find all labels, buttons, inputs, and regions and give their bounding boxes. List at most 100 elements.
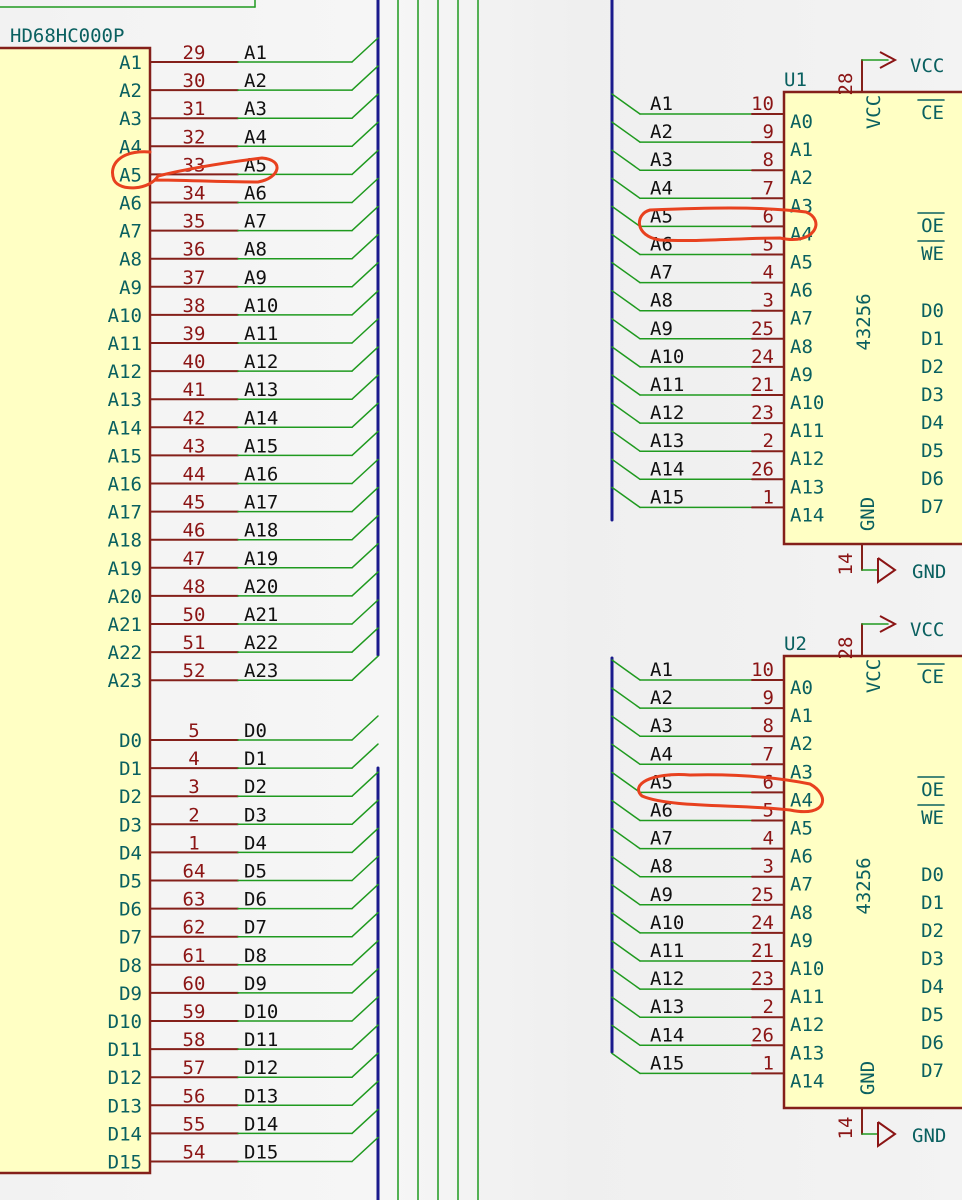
cpu-pin-name: A14 <box>108 417 142 439</box>
bus-entry <box>351 486 379 513</box>
ram-bus-entry <box>611 121 641 143</box>
ram-pin-name: A14 <box>790 504 824 526</box>
ram-right-pin-name: D3 <box>921 384 944 406</box>
ram-net-label: A7 <box>650 828 673 850</box>
bus-entry <box>351 121 379 148</box>
ram-net-label: A12 <box>650 402 684 424</box>
ram-net-label: A13 <box>650 430 684 452</box>
cpu-net-label: A11 <box>244 323 278 345</box>
vcc-pin-number: 28 <box>835 637 857 660</box>
bus-entry <box>351 1108 379 1135</box>
cpu-pin-name: A12 <box>108 361 142 383</box>
cpu-pin-name: D14 <box>108 1123 142 1145</box>
ram-pin-number: 26 <box>751 1024 774 1046</box>
cpu-pin-number: 46 <box>183 520 206 542</box>
cpu-net-label: A19 <box>244 548 278 570</box>
ram-pin-name: A12 <box>790 448 824 470</box>
cpu-pin-name: D9 <box>119 983 142 1005</box>
ram-right-pin-name: D7 <box>921 496 944 518</box>
highlight-circle-cpu-a5 <box>111 150 279 190</box>
cpu-pin-number: 61 <box>183 945 206 967</box>
cpu-pin-name: A7 <box>119 221 142 243</box>
ram-right-pin-name: D6 <box>921 468 944 490</box>
ram-net-label: A13 <box>650 996 684 1018</box>
ram-net-label: A6 <box>650 800 673 822</box>
ram-right-pin-name: D1 <box>921 892 944 914</box>
cpu-pin-name: D11 <box>108 1039 142 1061</box>
cpu-net-label: D12 <box>244 1057 278 1079</box>
ram-net-label: A8 <box>650 290 673 312</box>
ram-pin-name: A4 <box>790 789 813 811</box>
bus-entry <box>351 318 379 344</box>
ram-bus-entry <box>611 205 641 228</box>
ram-pin-number: 10 <box>751 93 774 115</box>
cpu-pin-name: A19 <box>108 558 142 580</box>
bus-entry <box>351 37 379 63</box>
cpu-pin-number: 1 <box>188 832 199 854</box>
cpu-pin-number: 3 <box>188 776 199 798</box>
ram-bus-entry <box>611 430 641 452</box>
cpu-net-label: A22 <box>244 632 278 654</box>
cpu-net-label: A15 <box>244 435 278 457</box>
ram-bus-entry <box>611 996 641 1018</box>
ram-pin-name: A3 <box>790 761 813 783</box>
ram-right-pin-name: WE <box>921 243 944 265</box>
cpu-pin-number: 43 <box>183 435 206 457</box>
cpu-net-label: A16 <box>244 464 278 486</box>
gnd-power-label: GND <box>912 1125 946 1147</box>
ram-right-pin-name: CE <box>921 102 944 124</box>
gnd-arrow <box>877 1121 897 1148</box>
cpu-net-label: A13 <box>244 379 278 401</box>
ram-pin-number: 6 <box>763 205 774 227</box>
ram-bus-entry <box>611 743 641 766</box>
ram-pin-number: 2 <box>763 996 774 1018</box>
cpu-pin-name: A5 <box>119 164 142 186</box>
ram-pin-number: 5 <box>763 234 774 256</box>
bus-entry <box>351 599 379 625</box>
vcc-pin-name: VCC <box>863 659 885 693</box>
bus-entry <box>351 655 379 681</box>
bus-entry <box>351 149 379 176</box>
ram-bus-entry <box>611 687 641 709</box>
bus-entry <box>351 1052 379 1078</box>
cpu-net-label: A12 <box>244 351 278 373</box>
cpu-pin-number: 58 <box>183 1029 206 1051</box>
bus-entry <box>351 430 379 457</box>
ram-net-label: A15 <box>650 1052 684 1074</box>
cpu-pin-name: D15 <box>108 1152 142 1174</box>
ram-net-label: A3 <box>650 715 673 737</box>
ram-pin-name: A14 <box>790 1070 824 1092</box>
cpu-pin-number: 4 <box>188 748 199 770</box>
cpu-pin-name: A13 <box>108 389 142 411</box>
bus-entry <box>351 715 379 741</box>
cpu-net-label: D13 <box>244 1085 278 1107</box>
bus-entry <box>351 514 379 541</box>
cpu-pin-name: A1 <box>119 52 142 74</box>
ram-right-pin-name: D7 <box>921 1060 944 1082</box>
cpu-pin-number: 47 <box>183 548 206 570</box>
ram-pin-name: A11 <box>790 420 824 442</box>
ram-pin-number: 23 <box>751 968 774 990</box>
cpu-pin-name: D8 <box>119 955 142 977</box>
cpu-pin-number: 62 <box>183 917 206 939</box>
cpu-pin-number: 29 <box>183 42 206 64</box>
cpu-net-label: A1 <box>244 42 267 64</box>
bus-entry <box>351 543 379 569</box>
bus-entry <box>351 1080 379 1107</box>
cpu-pin-number: 39 <box>183 323 206 345</box>
ram-net-label: A11 <box>650 374 684 396</box>
ram-pin-number: 8 <box>763 715 774 737</box>
cpu-pin-name: A20 <box>108 586 142 608</box>
ram-net-label: A14 <box>650 1024 684 1046</box>
cpu-pin-number: 36 <box>183 239 206 261</box>
ram-pin-number: 4 <box>763 262 774 284</box>
gnd-pin-name: GND <box>857 497 879 531</box>
ram-pin-number: 21 <box>751 940 774 962</box>
ram-pin-name: A1 <box>790 705 813 727</box>
bus-entry <box>351 1136 379 1163</box>
ram-pin-name: A8 <box>790 336 813 358</box>
ram-bus-entry <box>611 458 641 481</box>
ram-net-label: A4 <box>650 743 673 765</box>
cpu-net-label: A14 <box>244 407 278 429</box>
ram-bus-entry <box>611 968 641 990</box>
